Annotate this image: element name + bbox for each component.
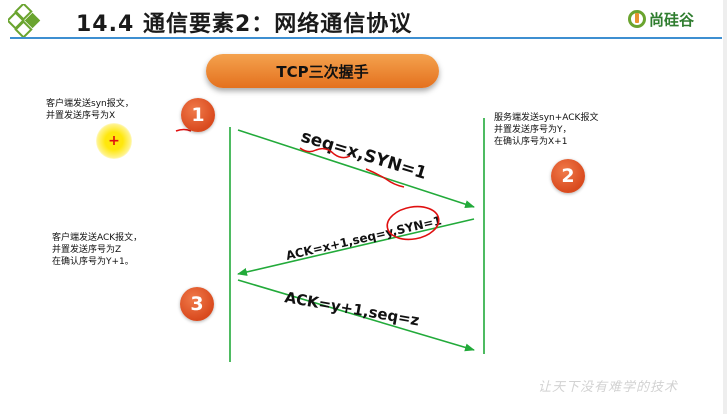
annotation-scribble-syn xyxy=(365,168,405,188)
section-banner: TCP三次握手 xyxy=(206,54,439,88)
annotation-underline-step1 xyxy=(175,128,192,132)
ack-arrow-label: ACK=y+1,seq=z xyxy=(283,288,421,329)
syn-arrow xyxy=(237,129,475,209)
page-title: 14.4 通信要素2：网络通信协议 xyxy=(76,12,413,37)
syn-ack-arrow xyxy=(237,218,475,276)
watermark: 让天下没有难学的技术 xyxy=(538,380,679,395)
logo-diamonds-icon xyxy=(8,4,41,39)
step-3-badge: 3 xyxy=(180,287,214,321)
note-client-step1: 客户端发送syn报文， 并置发送序号为X xyxy=(46,99,134,121)
annotation-circle-syn1 xyxy=(386,205,440,241)
annotation-scribble-seq xyxy=(299,147,351,159)
brand-mark-icon xyxy=(628,10,646,28)
note-client-step3: 客户端发送ACK报文， 并置发送序号为Z 在确认序号为Y+1。 xyxy=(52,233,143,267)
cursor-highlight-icon: + xyxy=(96,123,132,159)
note-server-step2: 服务端发送syn+ACK报文 并置发送序号为Y， 在确认序号为X+1 xyxy=(494,113,599,147)
step-1-badge: 1 xyxy=(181,98,215,132)
brand-name: 尚硅谷 xyxy=(649,10,695,29)
brand-logo: 尚硅谷 xyxy=(628,8,694,30)
header-divider xyxy=(10,37,722,39)
syn-arrow-label: seq=x,SYN=1 xyxy=(299,127,429,184)
step-2-badge: 2 xyxy=(551,159,585,193)
ack-arrow xyxy=(237,279,475,352)
window-edge xyxy=(723,0,727,414)
